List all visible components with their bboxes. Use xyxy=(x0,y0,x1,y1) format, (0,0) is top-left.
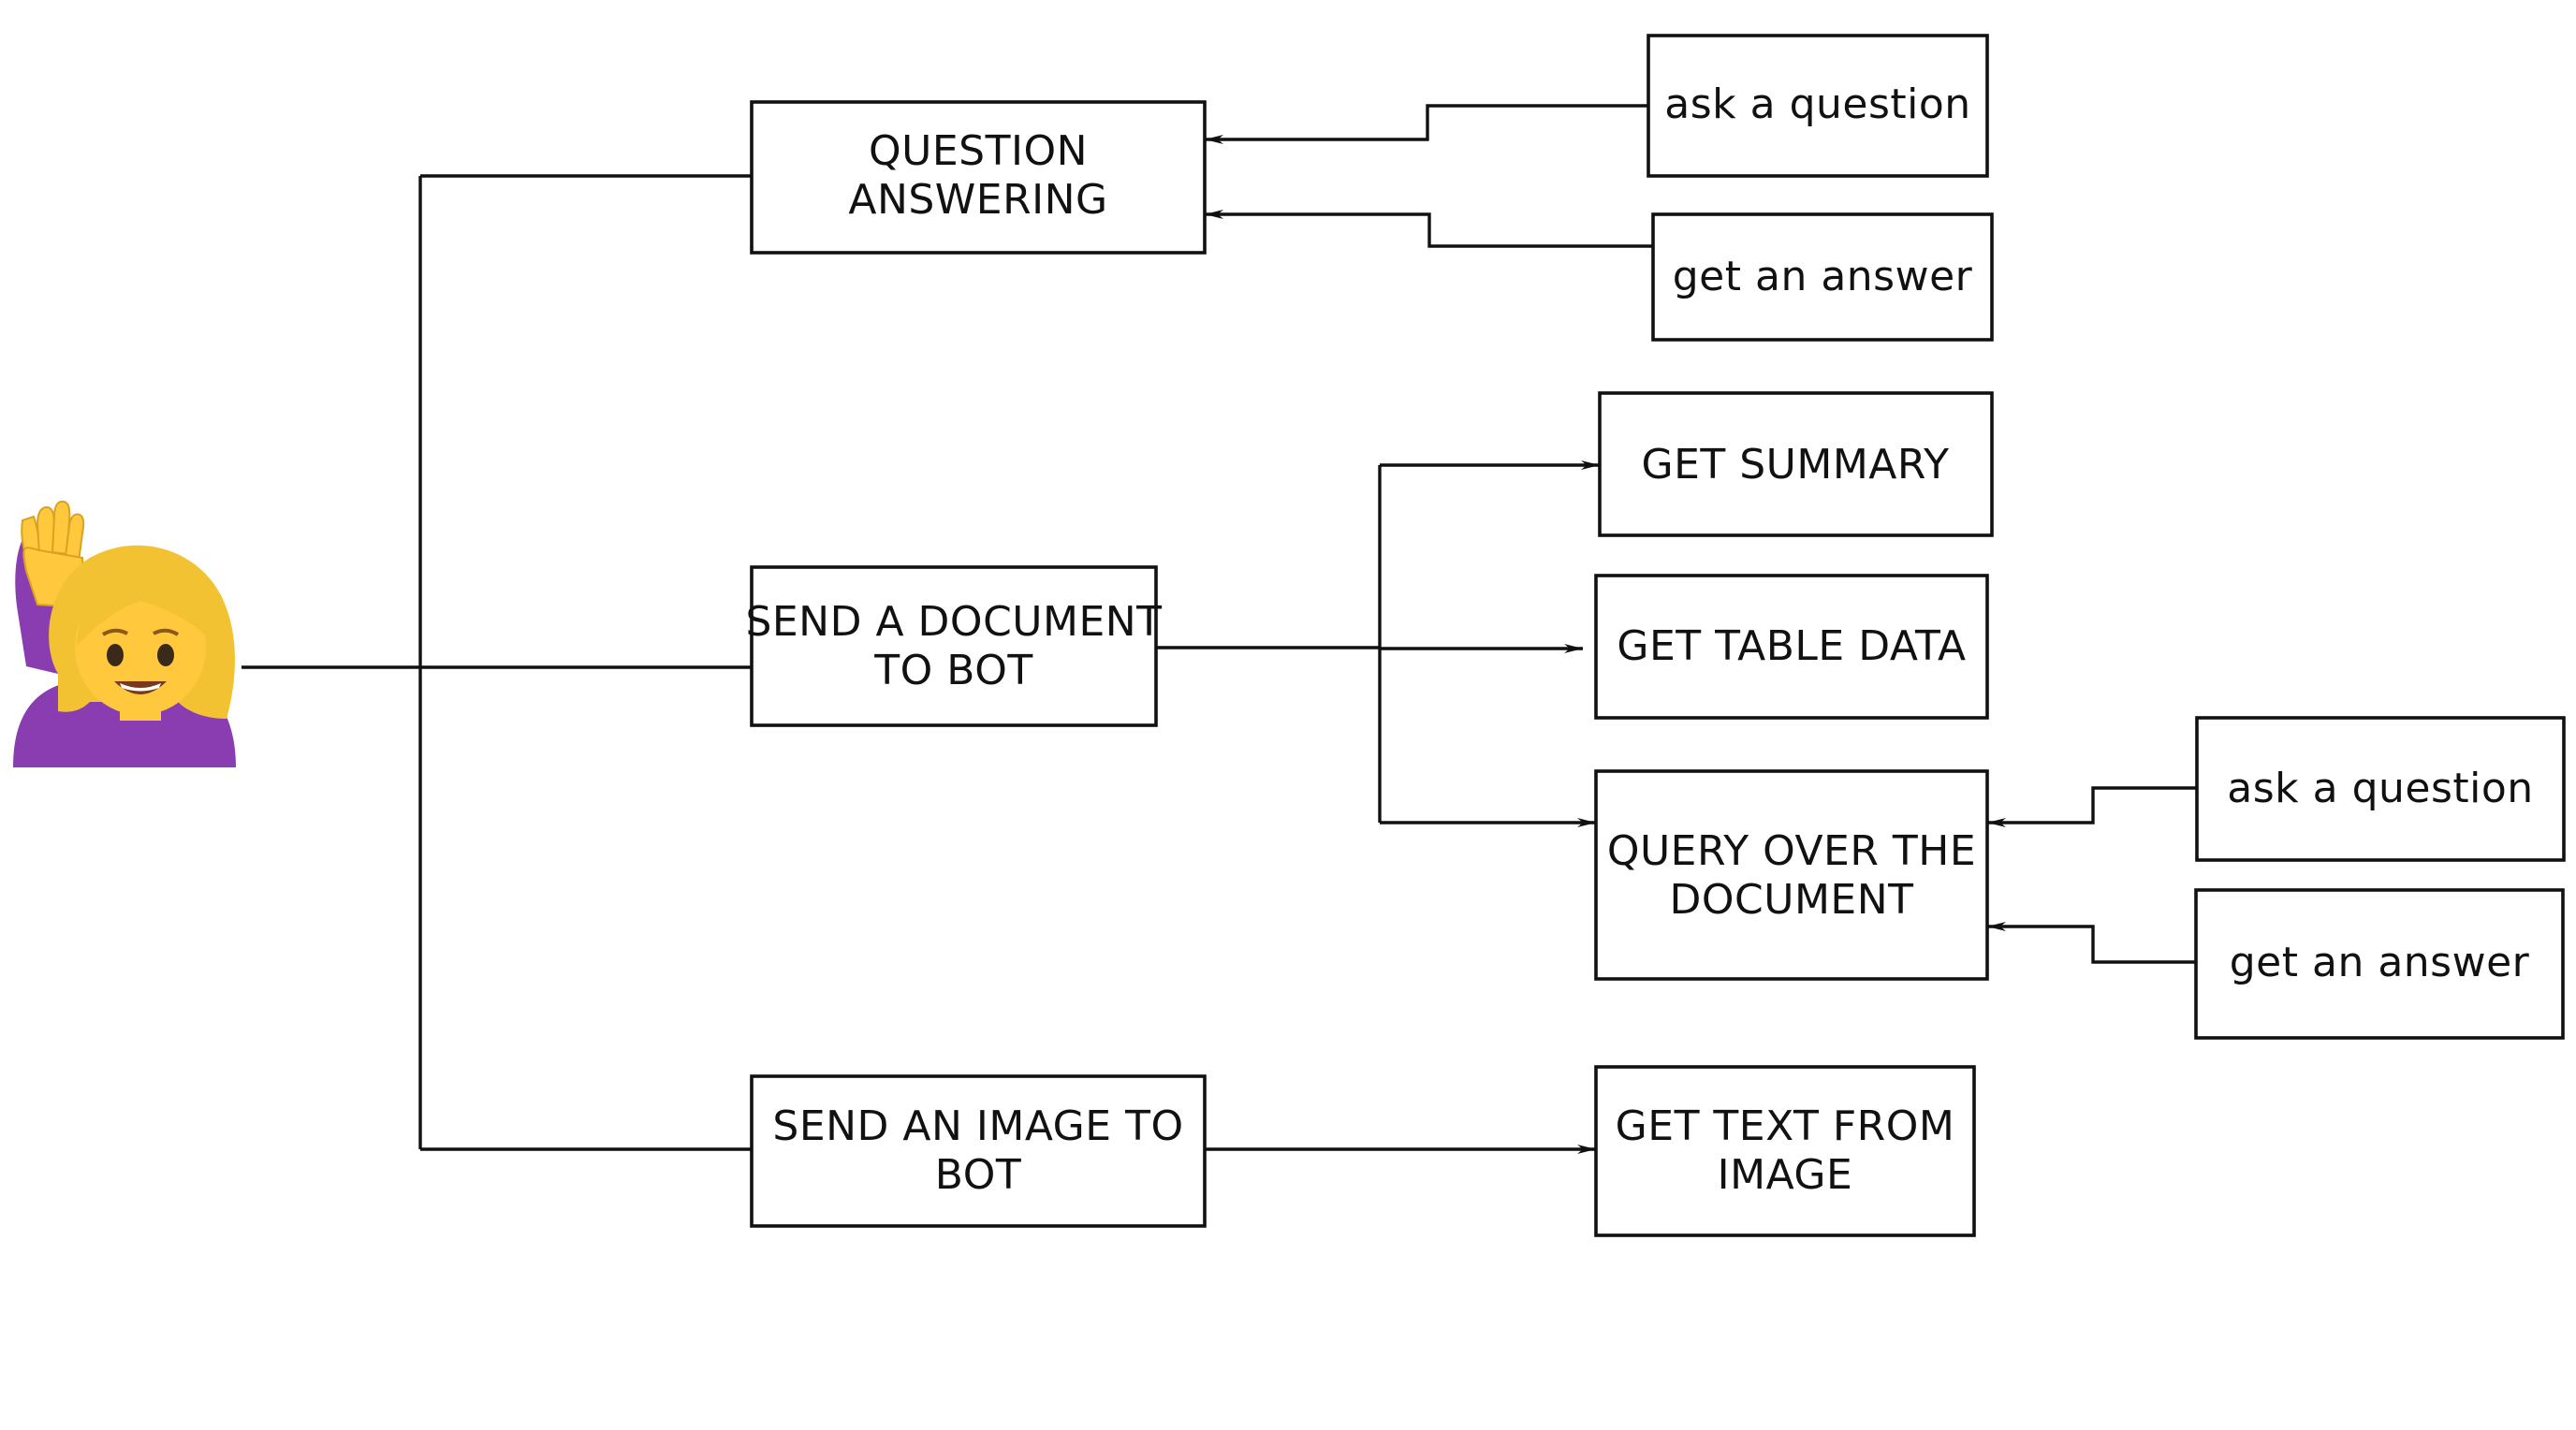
node-send-document: SEND A DOCUMENT TO BOT xyxy=(745,565,1162,727)
user-hair-fringe xyxy=(77,570,216,646)
connectors xyxy=(242,104,2197,1154)
node-question-answering-line-2: ANSWERING xyxy=(848,176,1107,224)
node-get-summary: GET SUMMARY xyxy=(1598,391,1994,537)
connector-doc-answer-to-query xyxy=(1987,922,2196,964)
node-question-answering-line-1: QUESTION xyxy=(869,127,1088,175)
node-send-document-line-2: TO BOT xyxy=(873,647,1032,694)
user-smile-teeth xyxy=(120,683,161,692)
node-send-document-line-1: SEND A DOCUMENT xyxy=(745,598,1162,646)
node-doc-ask-question-label: ask a question xyxy=(2227,765,2533,812)
node-doc-get-answer-label: get an answer xyxy=(2230,939,2530,986)
connector-qa-answer-to-question-answering xyxy=(1205,210,1653,248)
user-neck xyxy=(120,700,161,721)
node-get-summary-label: GET SUMMARY xyxy=(1641,441,1949,489)
node-query-document-line-1: QUERY OVER THE xyxy=(1607,827,1976,875)
connector-doc-ask-to-query xyxy=(1987,786,2197,827)
node-doc-get-answer: get an answer xyxy=(2194,888,2565,1040)
node-get-text-from-image: GET TEXT FROM IMAGE xyxy=(1594,1065,1976,1237)
node-get-text-from-image-line-1: GET TEXT FROM xyxy=(1616,1102,1955,1150)
node-qa-ask-question-label: ask a question xyxy=(1664,80,1970,128)
node-query-document: QUERY OVER THE DOCUMENT xyxy=(1594,769,1989,981)
user-brows xyxy=(101,628,180,636)
node-get-text-from-image-line-2: IMAGE xyxy=(1718,1151,1853,1199)
node-qa-get-answer-label: get an answer xyxy=(1673,253,1973,300)
user-eye-left xyxy=(107,644,124,666)
node-get-table-data-label: GET TABLE DATA xyxy=(1617,622,1966,670)
user-eye-right xyxy=(157,644,174,666)
node-send-image: SEND AN IMAGE TO BOT xyxy=(750,1074,1207,1228)
node-query-document-line-2: DOCUMENT xyxy=(1670,876,1914,924)
woman-raising-hand-icon xyxy=(13,500,236,767)
node-qa-get-answer: get an answer xyxy=(1651,212,1994,342)
node-qa-ask-question: ask a question xyxy=(1647,34,1989,178)
node-send-image-line-2: BOT xyxy=(935,1151,1021,1199)
node-get-table-data: GET TABLE DATA xyxy=(1594,574,1989,720)
node-send-image-line-1: SEND AN IMAGE TO xyxy=(772,1102,1183,1150)
connector-qa-ask-to-question-answering xyxy=(1205,104,1648,144)
node-question-answering: QUESTION ANSWERING xyxy=(750,100,1207,255)
node-doc-ask-question: ask a question xyxy=(2195,716,2566,862)
